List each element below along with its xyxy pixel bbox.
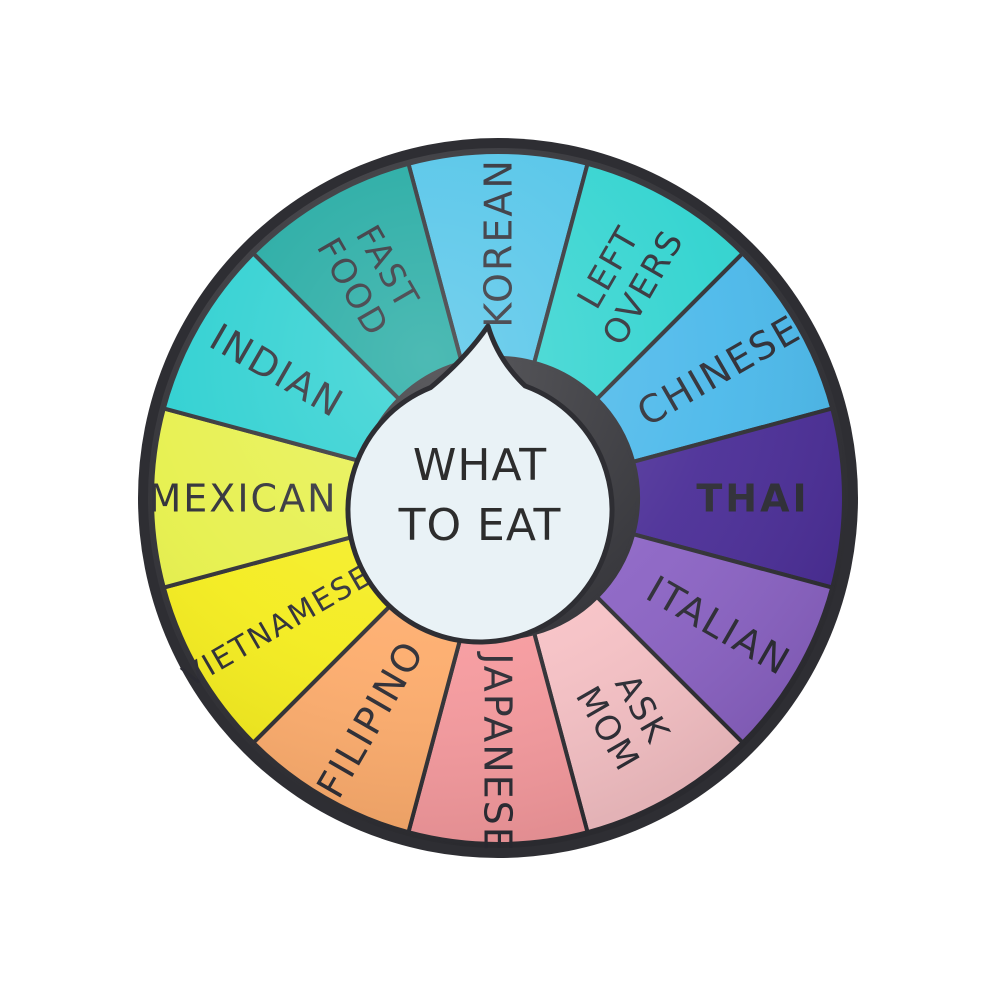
center-title-line-2: TO EAT <box>398 500 562 551</box>
center-title-line-1: WHAT <box>413 440 547 491</box>
center-pointer <box>345 323 615 645</box>
